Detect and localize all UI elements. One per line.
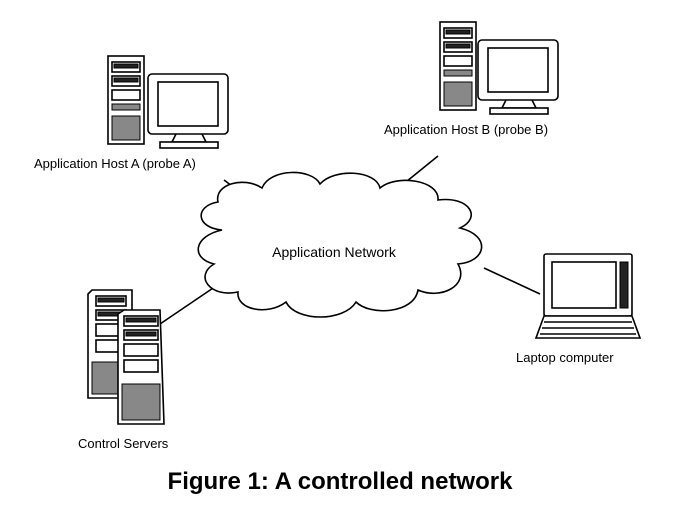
link-laptop xyxy=(483,267,541,295)
laptop-icon xyxy=(534,253,642,339)
host-b-computer-icon xyxy=(439,21,559,115)
host-a-label: Application Host A (probe A) xyxy=(34,156,196,171)
network-label: Application Network xyxy=(272,244,397,260)
control-servers-icon xyxy=(87,289,165,425)
control-servers-label: Control Servers xyxy=(78,436,169,451)
figure-caption: Figure 1: A controlled network xyxy=(167,468,513,495)
host-b-label: Application Host B (probe B) xyxy=(384,122,548,137)
host-a-computer-icon xyxy=(107,55,229,149)
laptop-label: Laptop computer xyxy=(516,350,614,365)
cloud-icon xyxy=(197,171,483,318)
